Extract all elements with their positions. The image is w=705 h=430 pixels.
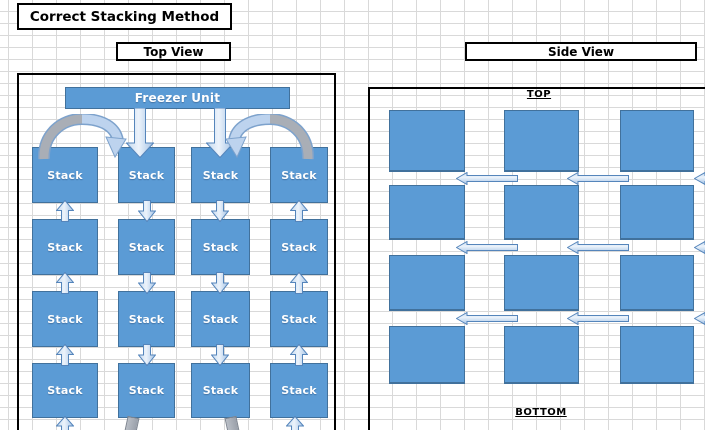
side-view-panel[interactable] <box>368 87 705 430</box>
pallet-box[interactable] <box>389 110 465 172</box>
up-arrow-icon[interactable] <box>56 272 74 294</box>
down-arrow-icon[interactable] <box>211 200 229 222</box>
up-arrow-icon[interactable] <box>286 416 304 430</box>
curved-arrow-icon[interactable] <box>224 114 316 160</box>
down-arrow-icon[interactable] <box>138 200 156 222</box>
top-view-panel[interactable] <box>17 73 336 430</box>
stack-box[interactable]: Stack <box>191 219 250 275</box>
up-arrow-icon[interactable] <box>56 344 74 366</box>
down-arrow-icon[interactable] <box>206 108 234 158</box>
left-arrow-icon[interactable] <box>694 312 705 325</box>
up-arrow-icon[interactable] <box>290 200 308 222</box>
up-arrow-icon[interactable] <box>56 416 74 430</box>
down-arrow-icon[interactable] <box>138 272 156 294</box>
pallet-box[interactable] <box>620 255 694 311</box>
pallet-box[interactable] <box>620 326 694 384</box>
title-box[interactable]: Correct Stacking Method <box>17 3 232 30</box>
curved-arrow-tail-icon[interactable] <box>124 415 140 430</box>
pallet-box[interactable] <box>504 185 579 240</box>
curved-arrow-icon[interactable] <box>36 114 128 160</box>
top-view-label: Top View <box>143 44 204 59</box>
pallet-box[interactable] <box>504 326 579 384</box>
stack-box[interactable]: Stack <box>191 363 250 418</box>
bottom-label: BOTTOM <box>515 407 567 418</box>
pallet-box[interactable] <box>504 110 579 172</box>
stack-box[interactable]: Stack <box>270 291 328 347</box>
left-arrow-icon[interactable] <box>456 172 518 185</box>
pallet-box[interactable] <box>620 110 694 172</box>
pallet-box[interactable] <box>504 255 579 311</box>
up-arrow-icon[interactable] <box>290 272 308 294</box>
stack-box[interactable]: Stack <box>118 363 175 418</box>
pallet-box[interactable] <box>389 326 465 384</box>
stack-box[interactable]: Stack <box>191 147 250 203</box>
stack-box[interactable]: Stack <box>118 291 175 347</box>
side-view-label: Side View <box>547 44 615 59</box>
top-view-label-box[interactable]: Top View <box>116 42 231 61</box>
top-label: TOP <box>526 89 552 100</box>
stack-box[interactable]: Stack <box>118 219 175 275</box>
left-arrow-icon[interactable] <box>456 312 518 325</box>
stack-box[interactable]: Stack <box>270 363 328 418</box>
stack-box[interactable]: Stack <box>32 219 98 275</box>
pallet-box[interactable] <box>389 255 465 311</box>
left-arrow-icon[interactable] <box>567 312 629 325</box>
left-arrow-icon[interactable] <box>456 241 518 254</box>
freezer-unit-box[interactable]: Freezer Unit <box>65 87 290 109</box>
left-arrow-icon[interactable] <box>567 172 629 185</box>
left-arrow-icon[interactable] <box>567 241 629 254</box>
pallet-box[interactable] <box>389 185 465 240</box>
stack-box[interactable]: Stack <box>270 219 328 275</box>
left-arrow-icon[interactable] <box>694 241 705 254</box>
side-view-label-box[interactable]: Side View <box>465 42 697 61</box>
stack-box[interactable]: Stack <box>32 363 98 418</box>
pallet-box[interactable] <box>620 185 694 240</box>
down-arrow-icon[interactable] <box>126 108 154 158</box>
down-arrow-icon[interactable] <box>211 344 229 366</box>
stack-box[interactable]: Stack <box>32 291 98 347</box>
down-arrow-icon[interactable] <box>211 272 229 294</box>
down-arrow-icon[interactable] <box>138 344 156 366</box>
stack-box[interactable]: Stack <box>191 291 250 347</box>
left-arrow-icon[interactable] <box>694 172 705 185</box>
page-title: Correct Stacking Method <box>29 8 220 25</box>
up-arrow-icon[interactable] <box>56 200 74 222</box>
up-arrow-icon[interactable] <box>290 344 308 366</box>
